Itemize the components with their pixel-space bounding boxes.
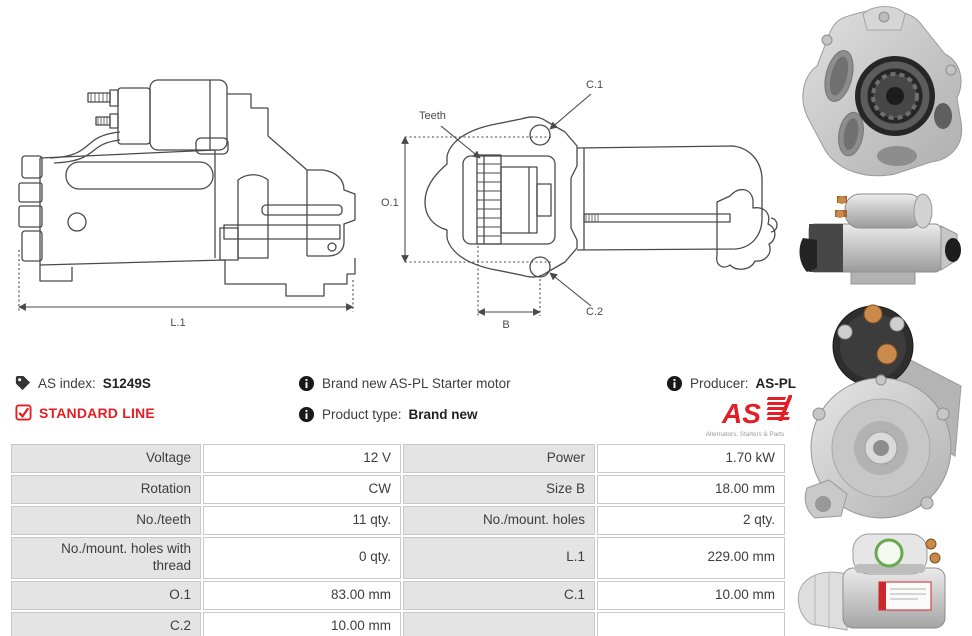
- producer-value: AS-PL: [755, 376, 797, 391]
- logo-tagline: Alternators, Starters & Parts: [706, 431, 784, 438]
- spec-value: CW: [202, 475, 402, 504]
- spec-label: No./mount. holes with thread: [11, 537, 201, 579]
- as-index-label: AS index:: [38, 376, 96, 391]
- tag-icon: [15, 375, 31, 391]
- product-photo-rear-view[interactable]: [793, 296, 972, 524]
- spec-value: 11 qty.: [202, 506, 402, 535]
- table-row: No./teeth 11 qty. No./mount. holes 2 qty…: [11, 506, 785, 535]
- o1-dimension: [401, 136, 551, 263]
- product-photo-column: [793, 0, 972, 636]
- spec-value: [597, 611, 785, 636]
- brand-new-text: Brand new AS-PL Starter motor: [322, 376, 511, 391]
- spec-label: O.1: [11, 580, 201, 610]
- table-row: C.2 10.00 mm: [11, 611, 785, 636]
- l1-dimension: [18, 250, 354, 312]
- spec-label: L.1: [403, 537, 595, 579]
- spec-label: Rotation: [11, 475, 201, 504]
- technical-drawing-front-view[interactable]: Teeth C.1 C.2 O.1 B: [373, 68, 798, 348]
- spec-label: No./teeth: [11, 506, 201, 535]
- spec-value: 229.00 mm: [597, 537, 785, 579]
- side-view-drawing-svg: L.1: [18, 79, 356, 329]
- logo-wordmark: AS: [721, 398, 761, 429]
- spec-value: 0 qty.: [202, 537, 402, 579]
- o1-label: O.1: [381, 197, 399, 209]
- check-square-icon: [15, 404, 32, 421]
- l1-dimension-label: L.1: [170, 317, 185, 329]
- c2-label: C.2: [586, 306, 603, 318]
- spec-value: 83.00 mm: [202, 580, 402, 610]
- b-dimension: [477, 246, 541, 316]
- photo-rear-view-svg: [804, 304, 962, 519]
- info-icon[interactable]: [298, 375, 315, 392]
- spec-value: 18.00 mm: [597, 475, 785, 504]
- table-row: Rotation CW Size B 18.00 mm: [11, 475, 785, 504]
- spec-value: 12 V: [202, 444, 402, 473]
- spec-value: 1.70 kW: [597, 444, 785, 473]
- as-pl-logo-svg: AS Alternators, Starters & Parts: [706, 395, 793, 438]
- leader-lines: [440, 93, 592, 307]
- starter-front-outline: [424, 116, 778, 278]
- producer-row: Producer: AS-PL: [666, 375, 796, 392]
- product-photo-side-view[interactable]: [793, 180, 972, 294]
- as-index-row: AS index: S1249S: [14, 375, 151, 392]
- standard-line-label: STANDARD LINE: [39, 404, 155, 421]
- info-icon[interactable]: [298, 406, 315, 423]
- starter-side-outline: [18, 79, 356, 297]
- product-photo-mount-face[interactable]: [793, 4, 972, 178]
- spec-label: C.1: [403, 580, 595, 610]
- table-row: Voltage 12 V Power 1.70 kW: [11, 444, 785, 473]
- photo-mount-face-svg: [802, 6, 963, 177]
- photo-angled-view-svg: [797, 533, 946, 631]
- spec-table: Voltage 12 V Power 1.70 kW Rotation CW S…: [9, 442, 787, 636]
- spec-label: C.2: [11, 611, 201, 636]
- spec-value: 10.00 mm: [202, 611, 402, 636]
- spec-label: [403, 611, 595, 636]
- product-photo-angled-view[interactable]: [793, 528, 972, 634]
- as-pl-logo[interactable]: AS Alternators, Starters & Parts: [698, 392, 793, 445]
- table-row: O.1 83.00 mm C.1 10.00 mm: [11, 580, 785, 610]
- logo-stripes: [766, 395, 793, 421]
- product-type-value: Brand new: [408, 407, 478, 422]
- brand-new-row: Brand new AS-PL Starter motor: [298, 375, 511, 392]
- c1-label: C.1: [586, 79, 603, 91]
- producer-label: Producer:: [690, 376, 749, 391]
- spec-value: 10.00 mm: [597, 580, 785, 610]
- spec-label: No./mount. holes: [403, 506, 595, 535]
- as-index-value: S1249S: [102, 376, 151, 391]
- front-view-drawing-svg: Teeth C.1 C.2 O.1 B: [381, 79, 778, 331]
- standard-line-row: STANDARD LINE: [15, 404, 155, 421]
- spec-label: Voltage: [11, 444, 201, 473]
- spec-label: Size B: [403, 475, 595, 504]
- photo-side-view-svg: [799, 193, 961, 285]
- teeth-label: Teeth: [419, 110, 446, 122]
- product-type-label: Product type:: [322, 407, 402, 422]
- technical-drawing-side-view[interactable]: L.1: [10, 62, 360, 342]
- table-row: No./mount. holes with thread 0 qty. L.1 …: [11, 537, 785, 579]
- spec-label: Power: [403, 444, 595, 473]
- b-label: B: [502, 319, 509, 331]
- product-type-row: Product type: Brand new: [298, 406, 478, 423]
- info-icon[interactable]: [666, 375, 683, 392]
- spec-value: 2 qty.: [597, 506, 785, 535]
